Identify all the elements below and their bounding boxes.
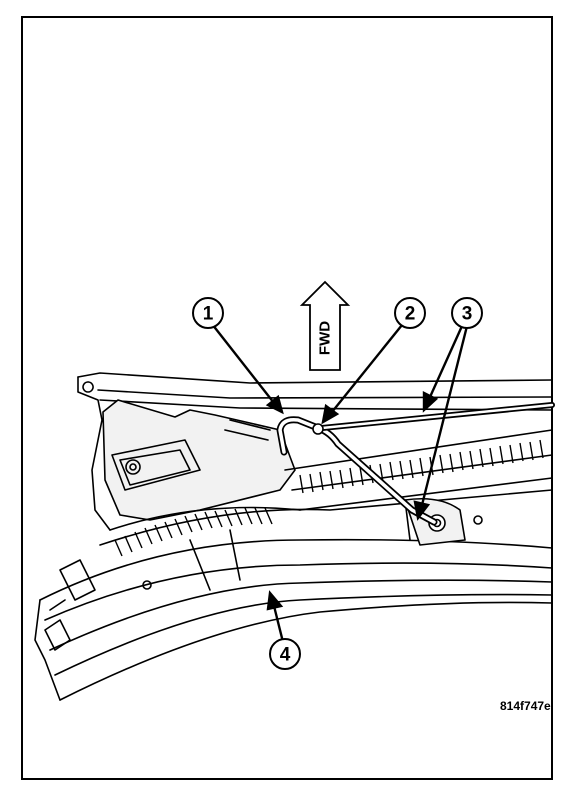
callout-2-circle	[394, 297, 426, 329]
forward-direction-label: FWD	[317, 321, 334, 355]
figure-id-label: 814f747e	[500, 699, 551, 713]
callout-3-circle	[451, 297, 483, 329]
callout-2-label: 2	[405, 304, 416, 325]
cowl-panel-illustration	[34, 372, 553, 701]
callout-1-circle	[192, 297, 224, 329]
callout-3-label: 3	[462, 304, 473, 325]
figure-border	[21, 16, 553, 780]
callout-3: 3	[451, 297, 483, 329]
washer-hose	[276, 402, 555, 526]
forward-arrow-icon: FWD	[299, 280, 351, 371]
leader-lines	[211, 323, 469, 643]
callout-1-label: 1	[203, 304, 214, 325]
grille-slats	[114, 439, 544, 557]
callout-4-label: 4	[280, 645, 291, 666]
callout-4: 4	[269, 638, 301, 670]
callout-4-circle	[269, 638, 301, 670]
callout-1: 1	[192, 297, 224, 329]
callout-2: 2	[394, 297, 426, 329]
